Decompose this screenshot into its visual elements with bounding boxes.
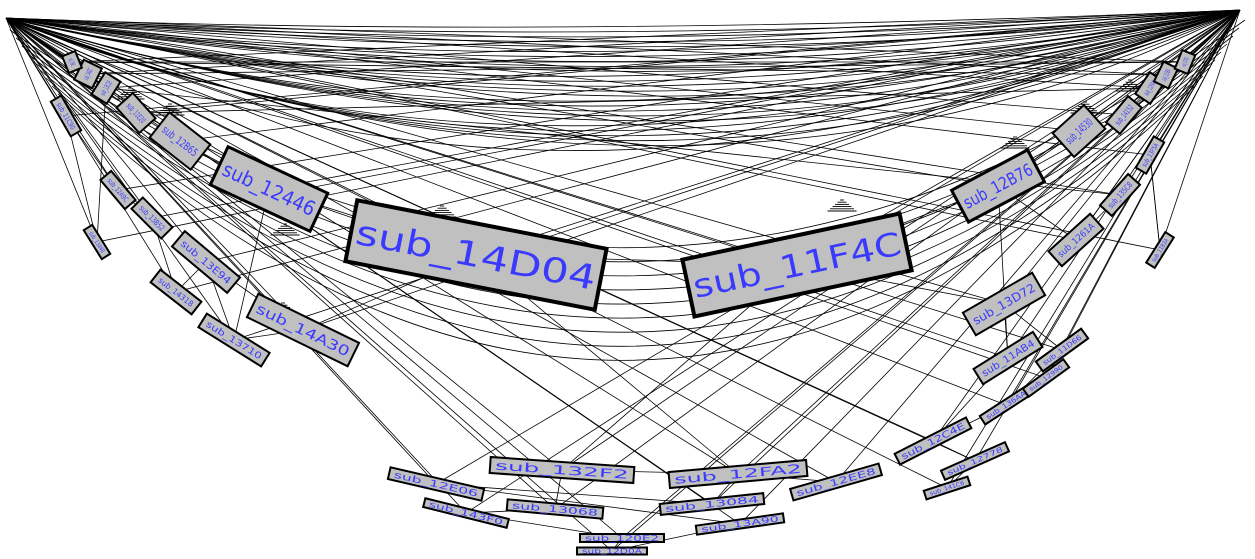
function-node[interactable]: sub_12C4E (895, 417, 972, 464)
function-node[interactable]: sub_13448 (84, 225, 110, 259)
function-node[interactable]: sub_11AB4 (974, 332, 1043, 384)
function-node[interactable]: sub_135C8 (1100, 174, 1140, 216)
edge-call (97, 88, 106, 242)
function-node[interactable]: sub_13B52 (131, 197, 172, 238)
arrowhead-icon (828, 200, 857, 211)
function-node[interactable]: sub_12D0A (577, 547, 647, 555)
function-node-label: sub_12C4E (900, 421, 967, 462)
edge-call (1150, 155, 1160, 250)
function-node[interactable]: sub_120E2 (580, 534, 664, 543)
function-node[interactable]: sub_13F5A (1136, 136, 1164, 173)
function-node[interactable]: sub_143F0 (423, 498, 509, 528)
function-node-label: sub_143F0 (428, 500, 504, 527)
function-node-label: sub_13A90 (701, 514, 779, 534)
function-node[interactable]: sub_11B3A (1146, 232, 1174, 268)
function-node[interactable]: sub_132F2 (490, 457, 635, 483)
function-node-label: sub_120E2 (585, 534, 659, 543)
function-node-label: sub_13E94 (178, 239, 233, 287)
function-node[interactable]: sub_1261A (1049, 214, 1104, 266)
function-node[interactable]: sub_13068 (507, 499, 604, 519)
function-node-label: sub_12778 (946, 446, 1004, 478)
function-node[interactable]: sub_12778 (941, 442, 1009, 480)
function-node[interactable]: sub_13A90 (696, 513, 784, 534)
function-node-label: sub_136AA (985, 389, 1028, 421)
function-node[interactable]: sub_11F4C (682, 214, 911, 317)
function-node[interactable]: sub_13E94 (172, 231, 240, 293)
function-node-label: sub_13710 (204, 320, 264, 363)
function-node[interactable]: sub_14D04 (345, 200, 606, 309)
function-node[interactable]: sub_12B76 (952, 150, 1045, 222)
function-node[interactable]: sub_127E2 (1175, 50, 1195, 74)
function-node-label: sub_12D0A (582, 547, 642, 555)
edge-hub-right (1046, 10, 1240, 378)
function-node[interactable]: sub_14318 (151, 270, 202, 315)
edge-hub-right (1004, 10, 1240, 304)
function-node[interactable]: sub_12E06 (388, 467, 484, 500)
function-node[interactable]: sub_12FA2 (669, 460, 808, 488)
